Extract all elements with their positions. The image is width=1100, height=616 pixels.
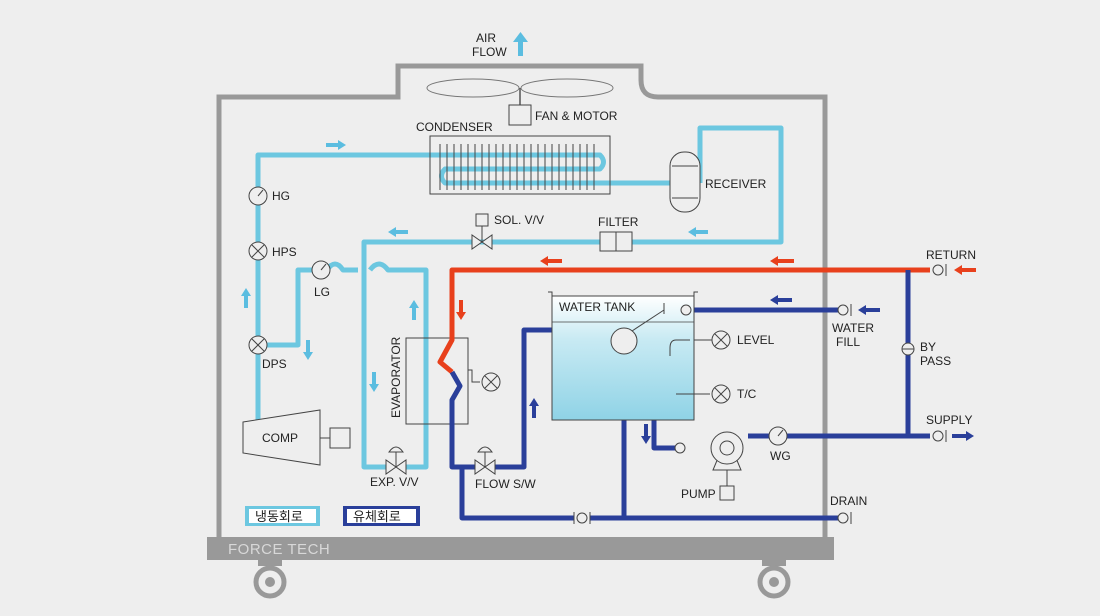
supply-label: SUPPLY bbox=[926, 413, 972, 427]
legend-fluid: 유체회로 bbox=[343, 506, 420, 526]
drain-valve-icon bbox=[573, 512, 591, 524]
filter-label: FILTER bbox=[598, 215, 639, 229]
refrigerant-discharge-line bbox=[255, 152, 432, 422]
fluid-arrow-down-icon bbox=[641, 424, 651, 444]
sol-valve-label: SOL. V/V bbox=[494, 213, 544, 227]
return-connector-icon bbox=[932, 264, 947, 276]
water-tank bbox=[548, 291, 710, 421]
evaporator-box bbox=[405, 337, 501, 425]
evaporator-fluid-path bbox=[449, 370, 478, 470]
arrow-right-icon bbox=[326, 140, 346, 150]
arrow-up-icon bbox=[409, 300, 419, 320]
cabinet-frame bbox=[216, 63, 828, 537]
tc-label: T/C bbox=[737, 387, 757, 401]
return-label: RETURN bbox=[926, 248, 976, 262]
water-tank-label: WATER TANK bbox=[559, 300, 635, 314]
evaporator-label: EVAPORATOR bbox=[389, 336, 403, 418]
fluid-arrow-up-icon bbox=[529, 398, 539, 418]
compressor-icon bbox=[242, 409, 351, 466]
refrigerant-liquid-line bbox=[361, 125, 784, 470]
drain-label: DRAIN bbox=[830, 494, 867, 508]
filter-icon bbox=[599, 231, 633, 252]
drain-connector-icon bbox=[837, 512, 852, 524]
return-arrow-down-icon bbox=[456, 300, 466, 320]
comp-label: COMP bbox=[262, 431, 298, 445]
air-flow-label-2: FLOW bbox=[472, 45, 507, 59]
water-fill-valve-icon bbox=[680, 304, 695, 316]
condenser-box bbox=[429, 135, 611, 195]
bypass-label-1: BY bbox=[920, 340, 936, 354]
legend-refrigerant: 냉동회로 bbox=[245, 506, 320, 526]
wheel-right bbox=[757, 560, 791, 599]
return-arrow-left-icon bbox=[954, 265, 976, 275]
hg-label: HG bbox=[272, 189, 290, 203]
tank-outlet-line bbox=[651, 420, 676, 451]
flow-switch-icon bbox=[474, 446, 496, 475]
pump-label: PUMP bbox=[681, 487, 716, 501]
lg-gauge-icon bbox=[311, 260, 331, 280]
wheel-left bbox=[253, 560, 287, 599]
hps-switch-icon bbox=[248, 241, 268, 261]
water-fill-label-1: WATER bbox=[832, 321, 874, 335]
lg-label: LG bbox=[314, 285, 330, 299]
return-arrow-left-icon bbox=[540, 256, 562, 266]
bypass-label-2: PASS bbox=[920, 354, 951, 368]
condenser-label: CONDENSER bbox=[416, 120, 493, 134]
fluid-arrow-left-icon bbox=[858, 305, 880, 315]
receiver-label: RECEIVER bbox=[705, 177, 767, 191]
bypass-valve-icon bbox=[901, 342, 915, 356]
level-label: LEVEL bbox=[737, 333, 775, 347]
arrow-left-icon bbox=[388, 227, 408, 237]
receiver-tank bbox=[669, 151, 701, 213]
air-flow-arrow-icon bbox=[513, 32, 528, 56]
fluid-to-tank-line bbox=[490, 327, 556, 470]
dps-label: DPS bbox=[262, 357, 287, 371]
fan-motor-label: FAN & MOTOR bbox=[535, 109, 618, 123]
arrow-down-icon bbox=[369, 372, 379, 392]
wg-gauge-icon bbox=[768, 426, 788, 446]
flow-switch-label: FLOW S/W bbox=[475, 477, 536, 491]
hps-label: HPS bbox=[272, 245, 297, 259]
brand-label: FORCE TECH bbox=[228, 541, 330, 558]
air-flow-label-1: AIR bbox=[476, 31, 496, 45]
arrow-left-icon bbox=[688, 227, 708, 237]
exp-valve-label: EXP. V/V bbox=[370, 475, 418, 489]
return-arrow-left-icon bbox=[770, 256, 794, 266]
legend-refrigerant-label: 냉동회로 bbox=[255, 509, 303, 524]
solenoid-valve-icon bbox=[471, 213, 493, 250]
base-bar bbox=[207, 537, 834, 560]
drain-line bbox=[459, 420, 838, 521]
legend-fluid-label: 유체회로 bbox=[353, 509, 401, 524]
water-fill-label-2: FILL bbox=[836, 335, 860, 349]
refrigerant-evap-feed bbox=[368, 261, 429, 470]
exp-valve-icon bbox=[385, 446, 407, 475]
fluid-arrow-right-icon bbox=[952, 431, 974, 441]
arrow-down-icon bbox=[303, 340, 313, 360]
water-fill-connector-icon bbox=[837, 304, 852, 316]
dps-switch-icon bbox=[248, 335, 268, 355]
arrow-up-icon bbox=[241, 288, 251, 308]
condenser-coil bbox=[432, 152, 670, 186]
fan-icon bbox=[426, 78, 614, 126]
hg-gauge-icon bbox=[248, 186, 268, 206]
supply-connector-icon bbox=[932, 430, 947, 442]
tc-sensor-icon bbox=[711, 384, 731, 404]
pump-icon bbox=[674, 431, 744, 501]
refrigerant-suction-line bbox=[258, 261, 358, 348]
wg-label: WG bbox=[770, 449, 791, 463]
return-line-red bbox=[437, 267, 930, 374]
fluid-arrow-left-icon bbox=[770, 295, 792, 305]
level-switch-icon bbox=[694, 330, 731, 350]
